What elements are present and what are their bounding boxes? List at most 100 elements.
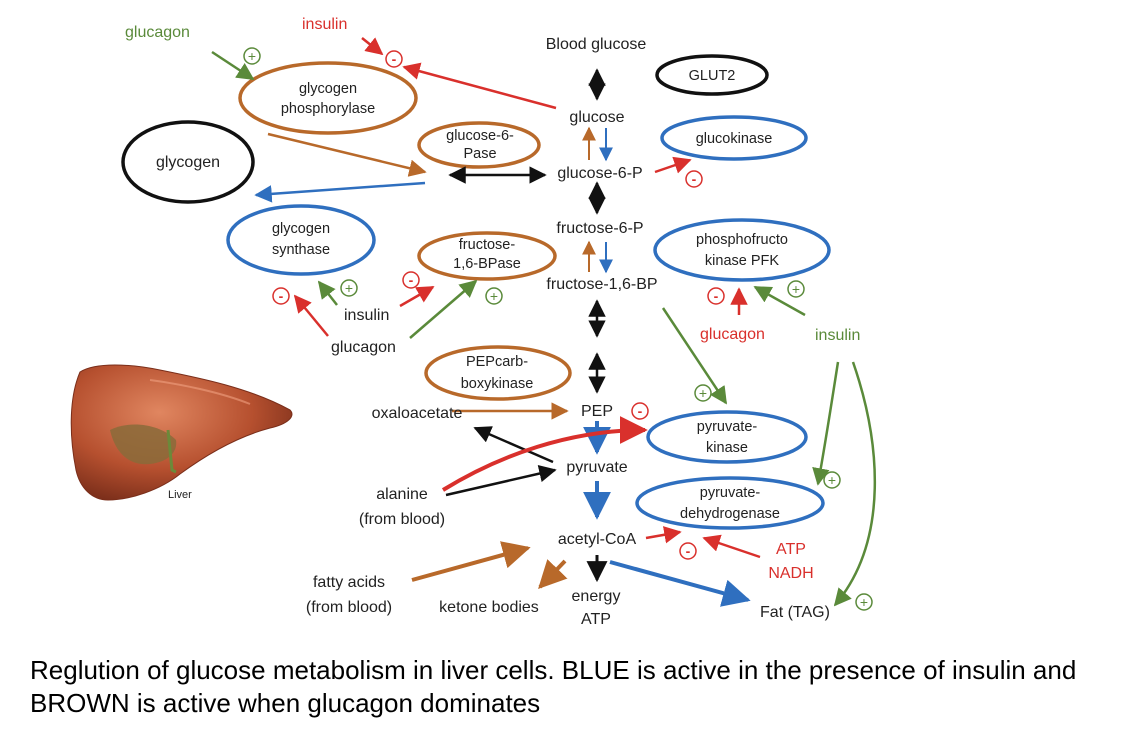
pyruvate-label: pyruvate xyxy=(566,459,627,476)
plus-badge-fat: + xyxy=(855,593,873,611)
plus-badge-phosphorylase: + xyxy=(243,47,261,65)
glucose-6-pase-label-1: glucose-6- xyxy=(446,128,514,144)
svg-text:-: - xyxy=(392,51,397,67)
arrow-glucagon-phosphorylase xyxy=(211,50,255,81)
fructose-bpase-label-2: 1,6-BPase xyxy=(453,256,521,272)
glycogen-phosphorylase-label-1: glycogen xyxy=(299,81,357,97)
arrow-insulin-pdh xyxy=(812,361,840,486)
acetyl-coa-label: acetyl-CoA xyxy=(558,531,637,548)
glucagon-mid-label: glucagon xyxy=(331,339,396,356)
pyruvate-dehydrogenase-ellipse xyxy=(635,476,825,530)
svg-text:+: + xyxy=(248,48,256,64)
insulin-right-label: insulin xyxy=(815,327,860,344)
plus-badge-bpase: + xyxy=(485,287,503,305)
fat-label: Fat (TAG) xyxy=(760,604,830,621)
arrow-acetylcoa-fat xyxy=(609,560,751,607)
arrow-phosphorylase-to-g6p xyxy=(267,132,427,177)
glucokinase-label: glucokinase xyxy=(696,131,773,147)
pep-label: PEP xyxy=(581,403,613,420)
ketone-bodies-label: ketone bodies xyxy=(439,599,539,616)
svg-text:+: + xyxy=(860,594,868,610)
glycogen-label: glycogen xyxy=(156,154,220,171)
arrow-f16bp-activates-pk xyxy=(661,307,728,405)
plus-badge-pdh: + xyxy=(823,471,841,489)
svg-text:+: + xyxy=(490,288,498,304)
pep-carboxykinase-ellipse xyxy=(424,345,572,401)
glucokinase-ellipse xyxy=(660,115,808,161)
fructose-16-bp-label: fructose-1,6-BP xyxy=(546,276,657,293)
insulin-mid-label: insulin xyxy=(344,307,389,324)
glycogen-synthase-ellipse xyxy=(226,204,376,276)
svg-text:+: + xyxy=(345,280,353,296)
energy-label: energy xyxy=(572,588,621,605)
arrow-acetylcoa-ketone xyxy=(538,559,568,590)
minus-badge-pk: - xyxy=(631,402,649,420)
glucagon-top-label: glucagon xyxy=(125,24,190,41)
glycogen-phosphorylase-ellipse xyxy=(238,61,418,135)
atp-label: ATP xyxy=(776,541,806,558)
arrow-fattyacids-acetylcoa xyxy=(411,541,531,582)
nadh-label: NADH xyxy=(768,565,813,582)
arrow-glucose-inhibits-phosphorylase xyxy=(402,62,557,110)
arrow-insulin-phosphorylase xyxy=(361,37,384,56)
arrow-pyruvate-oxaloacetate xyxy=(473,426,554,464)
blood-glucose-label: Blood glucose xyxy=(546,36,647,53)
arrow-alanine-inhibits-pk xyxy=(441,416,648,492)
minus-badge-glucokinase: - xyxy=(685,170,703,188)
pyruvate-kinase-label-2: kinase xyxy=(706,440,748,456)
alanine-label: alanine xyxy=(376,486,428,503)
minus-badge-synthase: - xyxy=(272,287,290,305)
pyruvate-dehydrogenase-label-2: dehydrogenase xyxy=(680,506,780,522)
minus-badge-pdh: - xyxy=(679,542,697,560)
pep-carboxykinase-label-1: PEPcarb- xyxy=(466,354,528,370)
arrow-glucagon-bpase xyxy=(409,279,478,339)
fructose-6-p-label: fructose-6-P xyxy=(556,220,643,237)
arrow-insulin-pfk xyxy=(753,285,806,317)
liver-label: Liver xyxy=(168,489,192,501)
svg-text:-: - xyxy=(692,171,697,187)
arrow-alanine-pyruvate xyxy=(445,464,557,497)
pfk-label-2: kinase PFK xyxy=(705,253,779,269)
pep-carboxykinase-label-2: boxykinase xyxy=(461,376,534,392)
arrow-glucagon-synthase xyxy=(293,294,329,337)
minus-badge-phosphorylase: - xyxy=(385,50,403,68)
glut2-ellipse xyxy=(655,54,769,96)
minus-badge-pfk: - xyxy=(707,287,725,305)
arrow-insulin-fat xyxy=(833,361,877,607)
svg-text:-: - xyxy=(279,288,284,304)
svg-text:+: + xyxy=(828,472,836,488)
figure-caption: Reglution of glucose metabolism in liver… xyxy=(30,655,1077,718)
arrow-g6p-to-glycogen xyxy=(254,181,426,203)
svg-text:+: + xyxy=(699,385,707,401)
glycogen-phosphorylase-label-2: phosphorylase xyxy=(281,101,375,117)
fructose-bpase-label-1: fructose- xyxy=(459,237,516,253)
svg-text:-: - xyxy=(686,543,691,559)
metabolism-diagram: Liver xyxy=(70,16,877,628)
glut2-label: GLUT2 xyxy=(689,68,736,84)
pyruvate-kinase-label-1: pyruvate- xyxy=(697,419,758,435)
arrow-acetylcoa-pdh xyxy=(645,526,682,544)
liver-illustration xyxy=(70,364,293,501)
glycogen-ellipse xyxy=(121,120,255,204)
plus-badge-pk: + xyxy=(694,384,712,402)
glucagon-right-label: glucagon xyxy=(700,326,765,343)
arrow-g6p-inhibits-glucokinase xyxy=(654,156,692,174)
alanine-sub-label: (from blood) xyxy=(359,511,445,528)
svg-text:+: + xyxy=(792,281,800,297)
glucose-6-pase-label-2: Pase xyxy=(463,146,496,162)
energy-atp-label: ATP xyxy=(581,611,611,628)
fatty-acids-sub-label: (from blood) xyxy=(306,599,392,616)
arrow-insulin-bpase xyxy=(399,285,435,308)
arrow-insulin-synthase xyxy=(317,280,338,306)
plus-badge-pfk: + xyxy=(787,280,805,298)
fatty-acids-label: fatty acids xyxy=(313,574,385,591)
arrow-atp-pdh xyxy=(702,534,761,559)
glucose-label: glucose xyxy=(569,109,624,126)
svg-text:-: - xyxy=(409,272,414,288)
pyruvate-dehydrogenase-label-1: pyruvate- xyxy=(700,485,761,501)
fructose-bpase-ellipse xyxy=(417,231,557,281)
svg-text:-: - xyxy=(638,403,643,419)
insulin-top-label: insulin xyxy=(302,16,347,33)
glucose-6-p-label: glucose-6-P xyxy=(557,165,642,182)
